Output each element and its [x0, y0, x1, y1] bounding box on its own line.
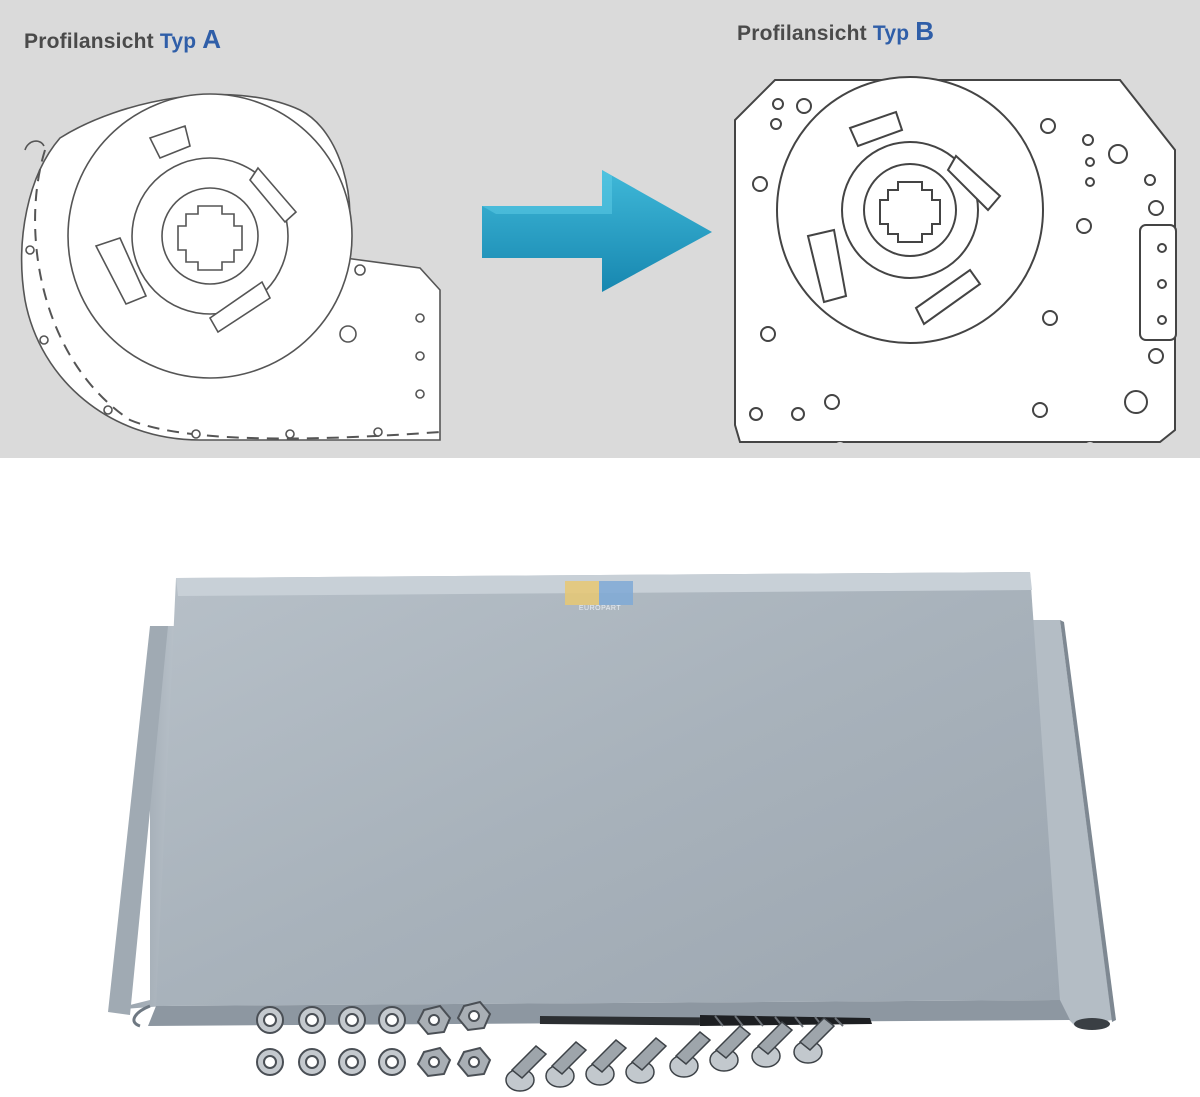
profile-b-letter: B — [915, 16, 935, 46]
logo-square-yellow — [565, 581, 599, 605]
profile-b-typ: Typ — [872, 22, 910, 45]
europart-logo: EUROPART — [565, 581, 633, 617]
profile-b-heading: Profilansicht Typ B — [737, 16, 934, 47]
type-b-end-cap-drawing — [734, 66, 1177, 454]
profile-a-typ: Typ — [159, 30, 197, 53]
type-a-end-cap-drawing — [20, 93, 441, 441]
profile-b-prefix: Profilansicht — [737, 22, 867, 45]
profile-a-heading: Profilansicht Typ A — [24, 24, 221, 55]
logo-text: EUROPART — [578, 605, 622, 612]
profile-a-letter: A — [202, 24, 222, 54]
washers-and-nuts — [256, 1000, 492, 1078]
cover-plate-photo — [108, 572, 1116, 1030]
logo-square-blue — [599, 581, 633, 605]
screws — [505, 1016, 836, 1092]
profile-a-prefix: Profilansicht — [24, 30, 154, 53]
arrow-right-icon — [482, 170, 712, 292]
